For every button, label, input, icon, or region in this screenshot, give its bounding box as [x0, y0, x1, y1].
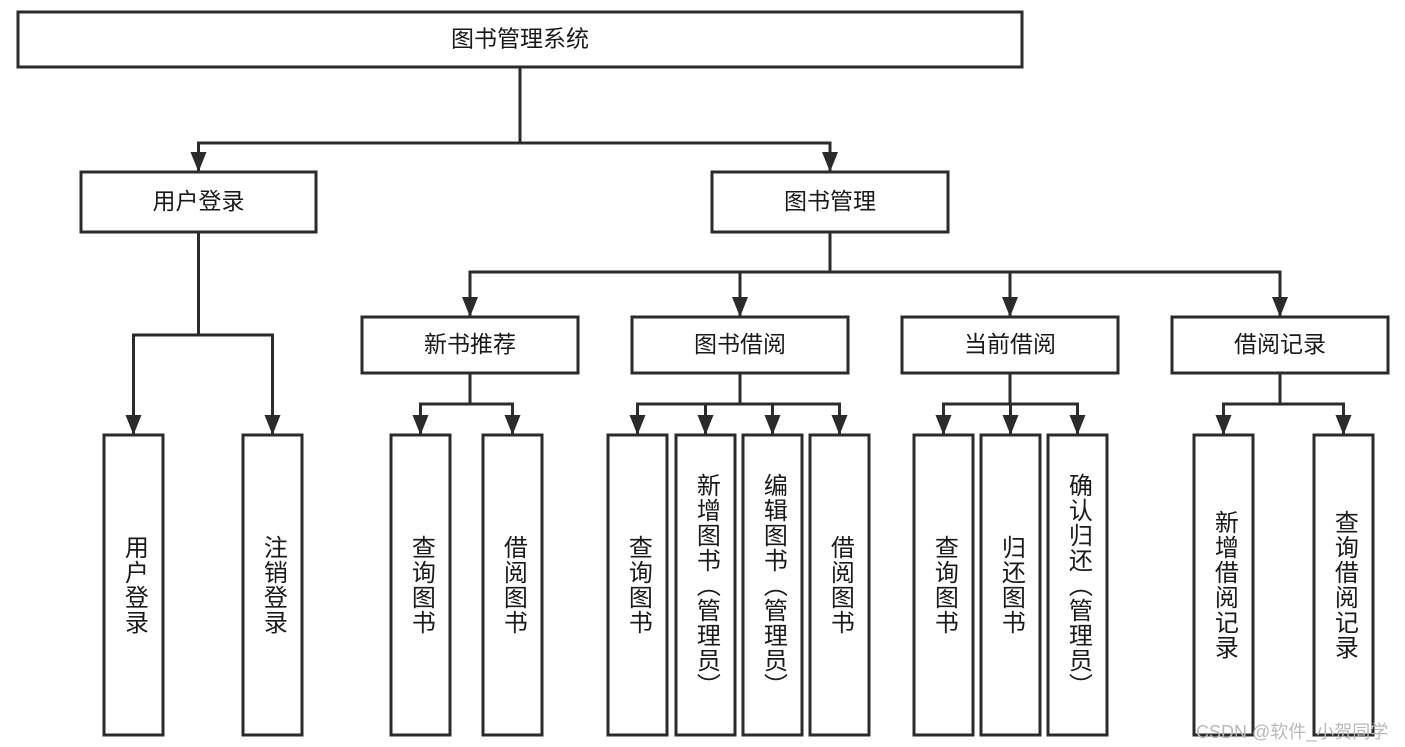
arrow-head-icon	[412, 415, 429, 435]
node-label-current-borrow: 当前借阅	[964, 331, 1056, 357]
conn-borrow-to-leaves	[629, 371, 848, 436]
node-box-root[interactable]	[16, 10, 1024, 69]
arrow-head-icon	[125, 415, 142, 435]
node-box-leaf-current-return-book[interactable]	[979, 433, 1042, 737]
arrow-head-icon	[732, 297, 748, 317]
node-label-user-login: 用户登录	[153, 188, 245, 214]
connectors-layer	[125, 65, 1352, 436]
node-box-leaf-borrow-borrow-book[interactable]	[808, 433, 871, 737]
node-box-book-borrow[interactable]	[630, 315, 850, 375]
node-box-leaf-current-confirm-return[interactable]	[1046, 433, 1109, 737]
arrow-head-icon	[504, 415, 521, 435]
conn-recommend-to-leaves	[412, 371, 521, 436]
node-box-leaf-current-query-book[interactable]	[912, 433, 975, 737]
node-box-leaf-user-login[interactable]	[102, 433, 165, 737]
node-box-user-login[interactable]	[79, 170, 318, 234]
node-box-book-management[interactable]	[710, 170, 950, 234]
conn-current-to-leaves	[935, 371, 1086, 436]
node-box-leaf-recommend-query-book[interactable]	[389, 433, 452, 737]
arrow-head-icon	[1215, 415, 1232, 435]
boxes-layer	[16, 10, 1390, 737]
node-label-book-borrow: 图书借阅	[694, 331, 786, 357]
arrow-head-icon	[1335, 415, 1352, 435]
node-box-leaf-borrow-edit-book[interactable]	[741, 433, 804, 737]
arrow-head-icon	[697, 415, 714, 435]
node-box-leaf-borrow-add-book[interactable]	[674, 433, 737, 737]
arrow-head-icon	[822, 152, 838, 172]
arrow-head-icon	[629, 415, 646, 435]
arrow-head-icon	[190, 152, 207, 172]
arrow-head-icon	[264, 415, 281, 435]
node-box-leaf-borrow-query-book[interactable]	[606, 433, 669, 737]
conn-record-to-leaves	[1215, 371, 1352, 436]
node-box-new-book-recommend[interactable]	[360, 315, 580, 375]
arrow-head-icon	[1069, 415, 1086, 435]
arrow-head-icon	[831, 415, 848, 435]
node-box-leaf-record-add[interactable]	[1192, 433, 1255, 737]
node-box-leaf-user-logout[interactable]	[241, 433, 304, 737]
arrow-head-icon	[462, 297, 478, 317]
node-label-book-management: 图书管理	[784, 188, 876, 214]
conn-bookmgmt-to-level2	[462, 230, 1288, 318]
node-box-borrow-record[interactable]	[1170, 315, 1390, 375]
arrow-head-icon	[764, 415, 781, 435]
conn-root-to-level1	[190, 65, 838, 173]
node-box-leaf-record-query[interactable]	[1312, 433, 1375, 737]
node-box-current-borrow[interactable]	[900, 315, 1120, 375]
conn-userlogin-to-leaves	[125, 230, 281, 436]
node-box-leaf-recommend-borrow-book[interactable]	[481, 433, 544, 737]
node-label-new-book-recommend: 新书推荐	[424, 331, 516, 357]
arrow-head-icon	[1002, 415, 1019, 435]
node-label-root: 图书管理系统	[451, 26, 589, 52]
arrow-head-icon	[935, 415, 952, 435]
arrow-head-icon	[1002, 297, 1018, 317]
node-label-borrow-record: 借阅记录	[1234, 331, 1326, 357]
csdn-watermark: CSDN @软件_小贺同学	[1196, 722, 1389, 742]
arrow-head-icon	[1272, 297, 1288, 317]
